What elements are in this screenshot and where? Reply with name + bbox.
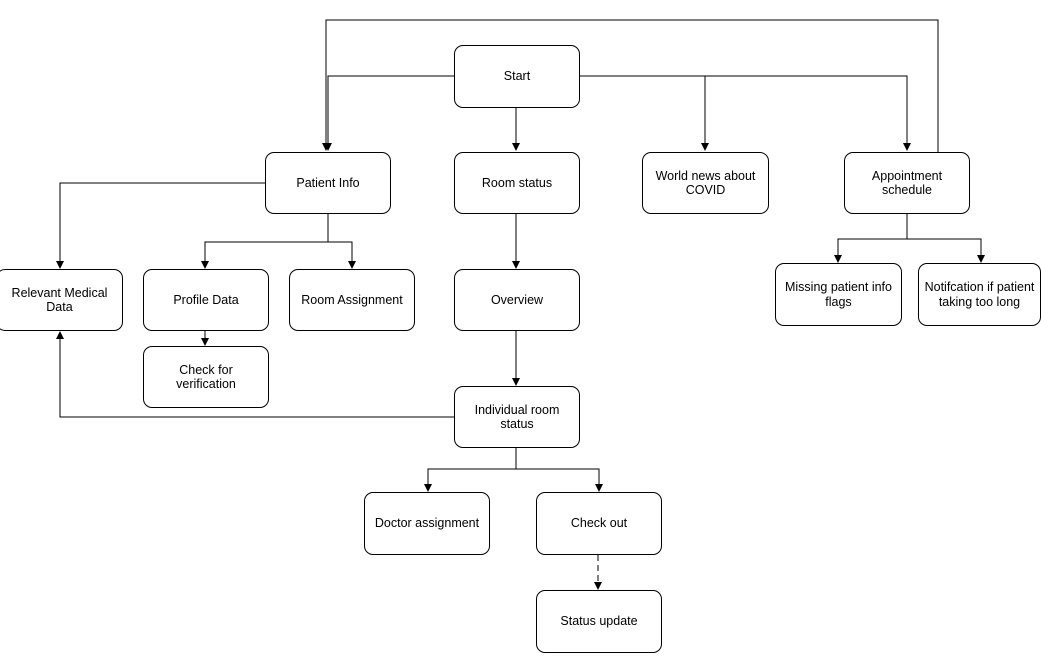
node-profile-data-label: Profile Data [173, 292, 239, 307]
node-patient-info[interactable]: Patient Info [265, 152, 391, 214]
node-room-assignment[interactable]: Room Assignment [289, 269, 415, 331]
edge-appointment-loop [322, 19, 939, 152]
node-relevant-medical-data[interactable]: Relevant Medical Data [0, 269, 123, 331]
edge-start-world-news [580, 75, 709, 151]
node-profile-data[interactable]: Profile Data [143, 269, 269, 331]
node-relevant-medical-data-label: Relevant Medical Data [11, 285, 108, 314]
node-overview[interactable]: Overview [454, 269, 580, 331]
node-status-update[interactable]: Status update [536, 590, 662, 653]
edge-patient-profile [201, 241, 328, 269]
edge-appointment-missing [834, 238, 907, 263]
node-check-out-label: Check out [570, 516, 628, 531]
node-check-verification[interactable]: Check for verification [143, 346, 269, 408]
edge-patient-relevant [56, 182, 265, 269]
edge-patient-room-assign [328, 241, 356, 269]
edge-start-appointment [580, 75, 911, 151]
node-notification[interactable]: Notifcation if patient taking too long [918, 263, 1041, 326]
node-check-verification-label: Check for verification [176, 362, 236, 391]
node-patient-info-label: Patient Info [296, 175, 360, 190]
node-individual-room-status[interactable]: Individual room status [454, 386, 580, 448]
node-world-news-label: World news about COVID [655, 168, 756, 197]
node-check-out[interactable]: Check out [536, 492, 662, 555]
edge-individual-relevant [56, 331, 454, 418]
node-doctor-assignment-label: Doctor assignment [374, 516, 480, 531]
node-notification-label: Notifcation if patient taking too long [924, 280, 1035, 309]
node-room-status-label: Room status [481, 175, 553, 190]
node-status-update-label: Status update [560, 614, 638, 629]
edge-appointment-notification [907, 238, 985, 263]
node-overview-label: Overview [490, 292, 544, 307]
node-doctor-assignment[interactable]: Doctor assignment [364, 492, 490, 555]
node-missing-patient-info-label: Missing patient info flags [784, 280, 892, 309]
node-world-news[interactable]: World news about COVID [642, 152, 769, 214]
edge-individual-checkout [516, 468, 603, 492]
node-missing-patient-info[interactable]: Missing patient info flags [775, 263, 902, 326]
node-room-assignment-label: Room Assignment [301, 292, 403, 307]
node-start[interactable]: Start [454, 45, 580, 108]
node-room-status[interactable]: Room status [454, 152, 580, 214]
node-individual-room-status-label: Individual room status [474, 402, 560, 431]
edge-individual-doctor [424, 468, 516, 492]
node-appointment-schedule-label: Appointment schedule [871, 168, 943, 197]
edge-start-patient-info [324, 75, 454, 151]
node-appointment-schedule[interactable]: Appointment schedule [844, 152, 970, 214]
node-start-label: Start [503, 69, 531, 84]
